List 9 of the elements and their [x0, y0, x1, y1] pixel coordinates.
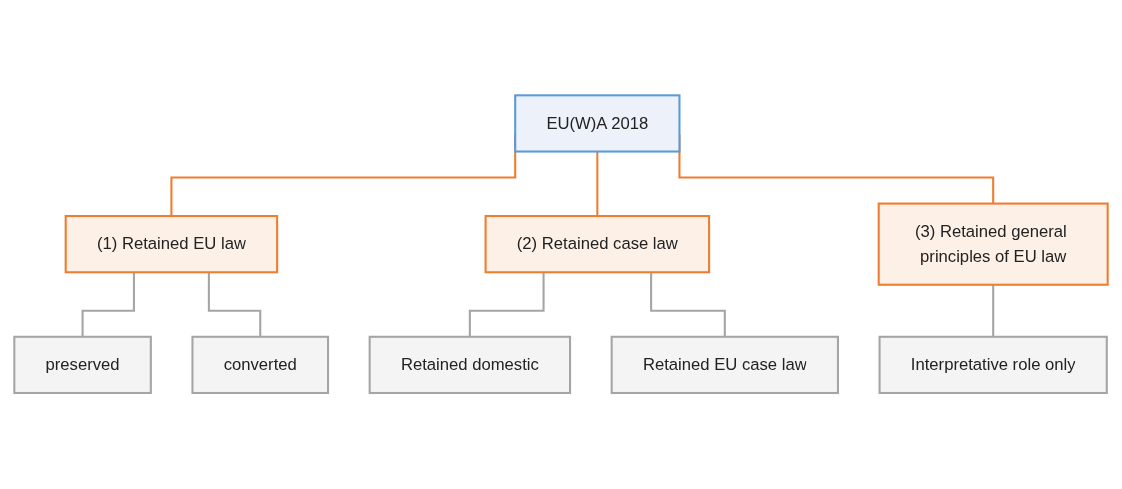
- node-box: Interpretative role only: [878, 336, 1108, 395]
- node-box: EU(W)A 2018: [514, 94, 681, 153]
- node-box: (2) Retained case law: [484, 215, 711, 274]
- node-box: (1) Retained EU law: [64, 215, 279, 274]
- node-box: (3) Retained general principles of EU law: [877, 202, 1109, 287]
- node-box: Retained domestic: [368, 336, 572, 395]
- node-box: Retained EU case law: [610, 336, 839, 395]
- node-box: preserved: [13, 336, 152, 395]
- node-box: converted: [191, 336, 330, 395]
